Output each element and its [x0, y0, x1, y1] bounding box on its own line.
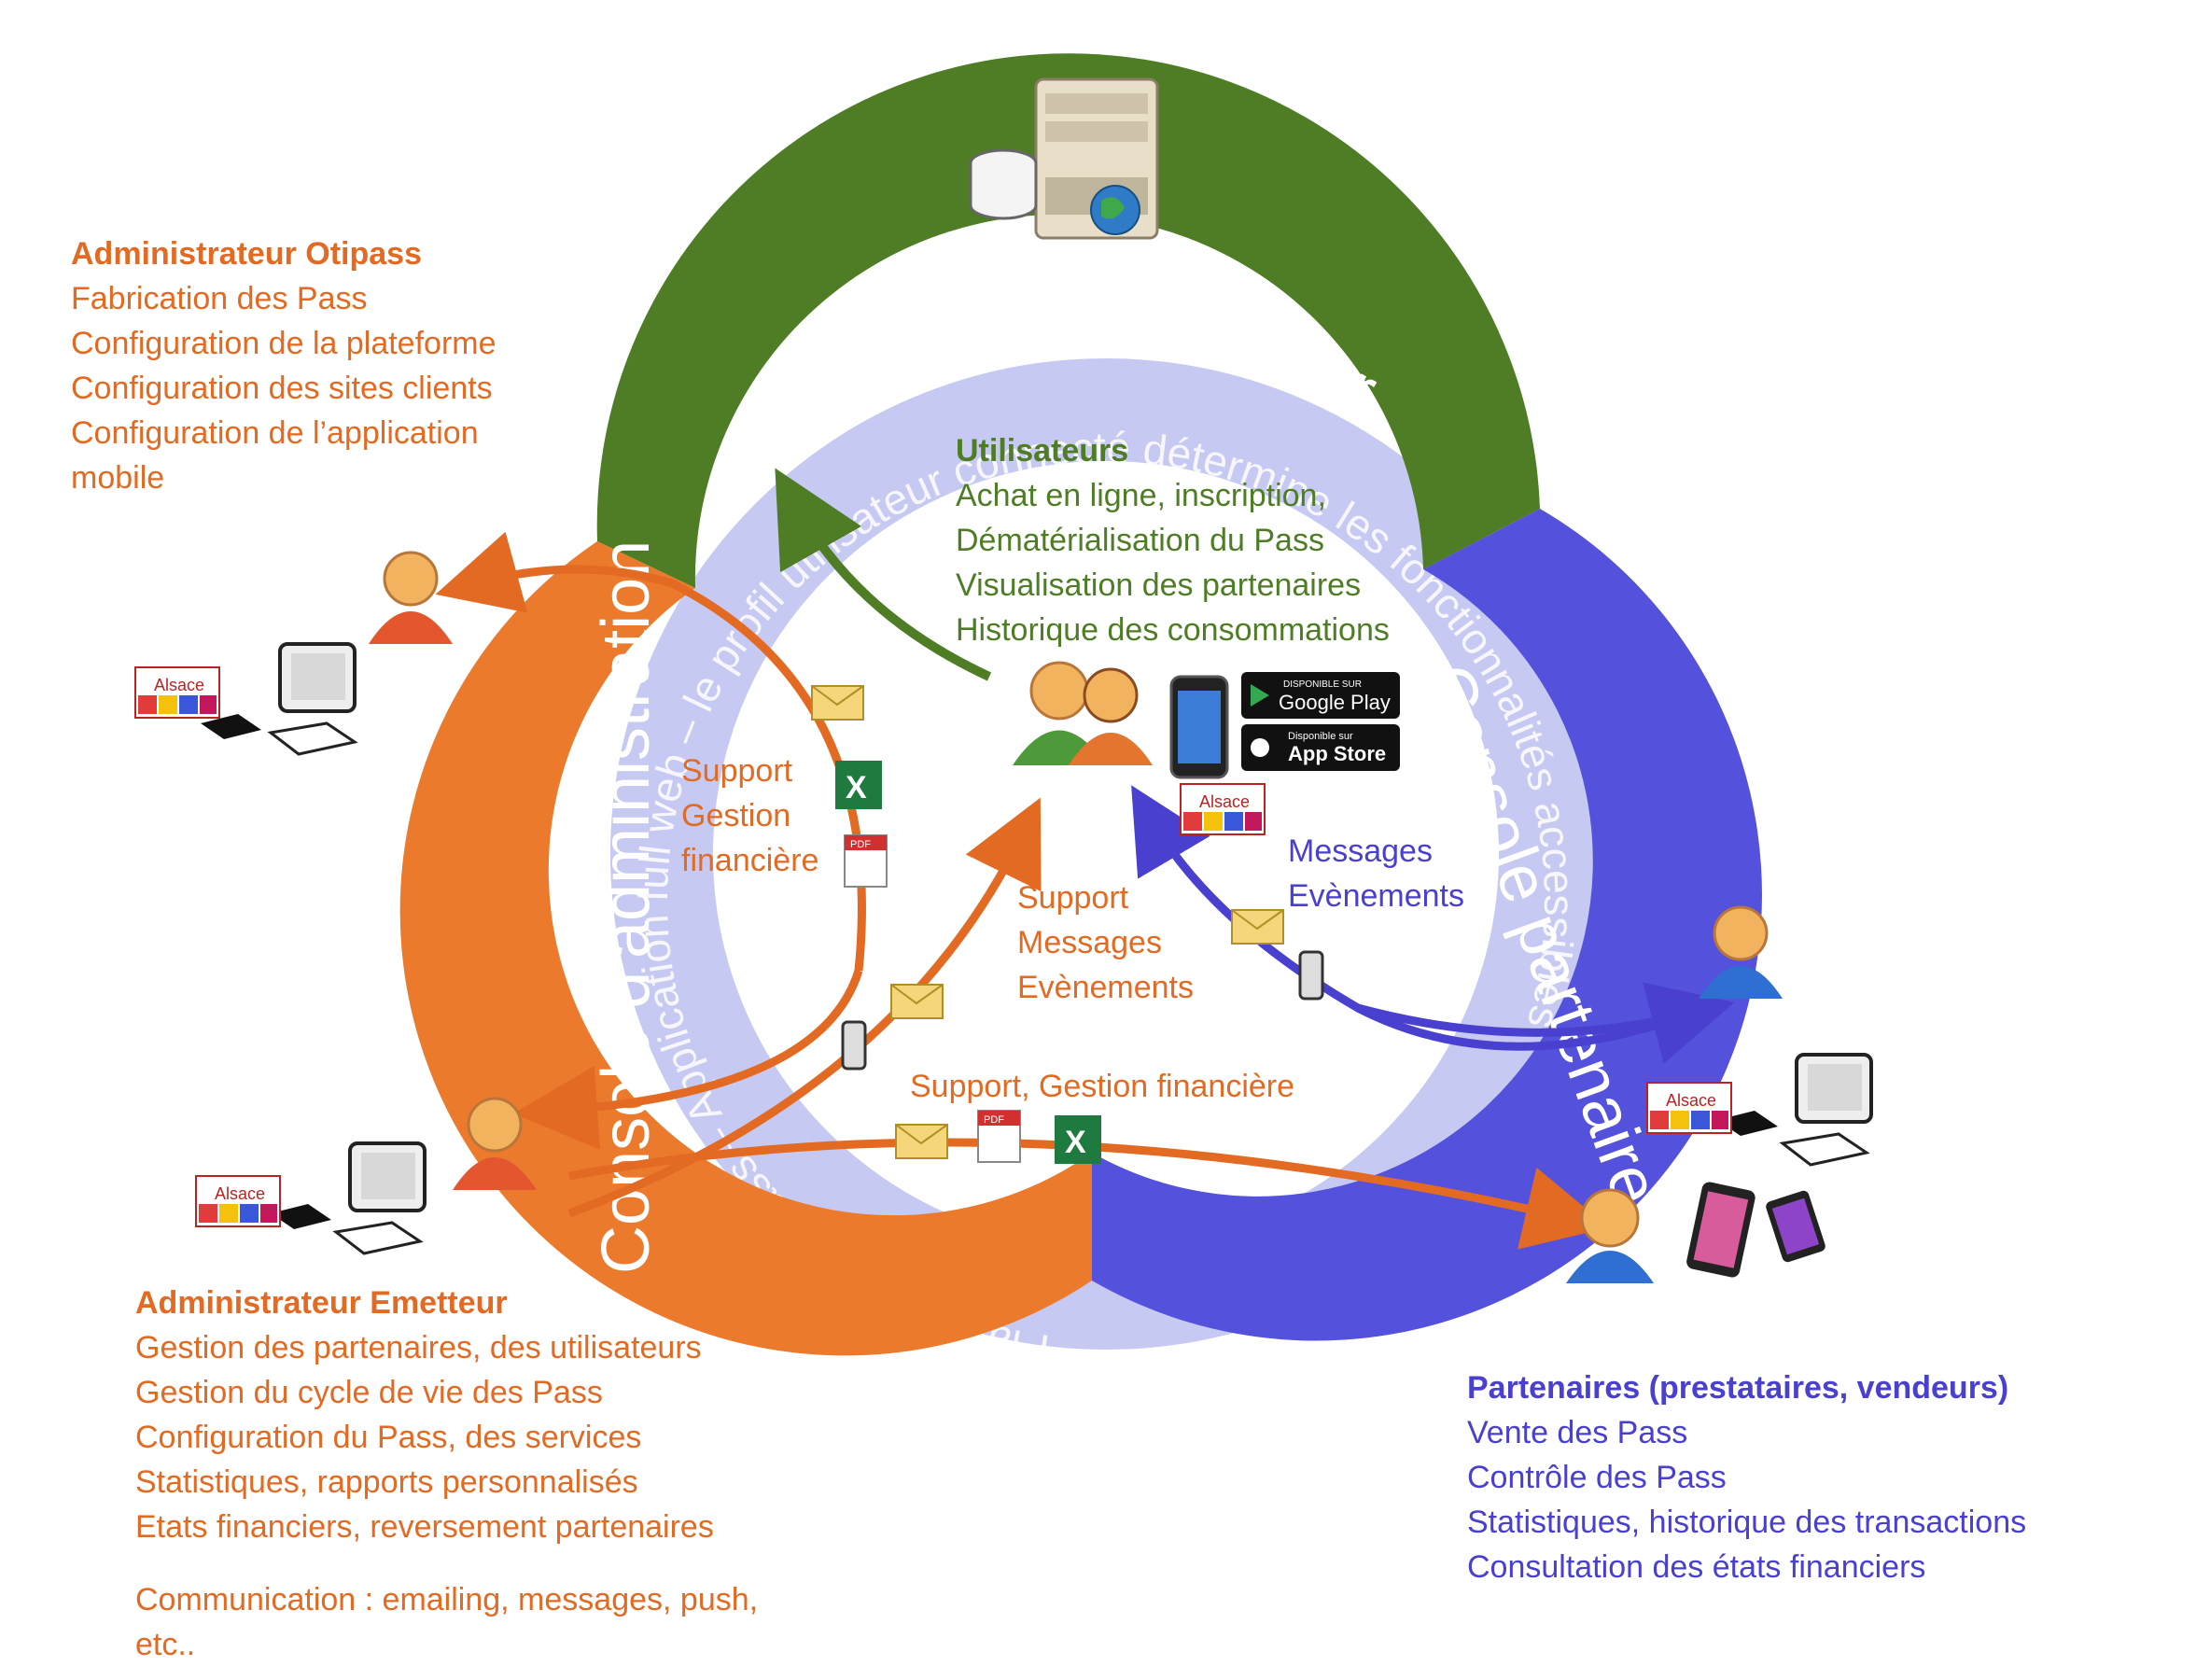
segment-users [596, 53, 1540, 589]
flow-label: Messages [1288, 833, 1433, 869]
alsace-pass-logo: Alsace [1646, 1082, 1732, 1134]
tablet-icon [1686, 1182, 1755, 1278]
partner-person-icon [1566, 1188, 1654, 1283]
admin-emetteur-line: Configuration du Pass, des services [135, 1420, 642, 1455]
email-icon [890, 984, 944, 1019]
partenaires-block: Partenaires (prestataires, vendeurs) Ven… [1467, 1365, 2026, 1589]
flow-label: financière [681, 843, 819, 878]
arrow-support-financial [568, 1138, 1609, 1250]
svg-text:Disponible sur: Disponible sur [1288, 731, 1353, 742]
users-group-icon [1013, 661, 1153, 765]
flow-support-gestion: Support Gestion financière [681, 749, 818, 883]
arrow-admin-loop [513, 969, 863, 1150]
partenaires-line: Vente des Pass [1467, 1415, 1688, 1450]
svg-text:Alsace: Alsace [1199, 792, 1250, 811]
flow-messages-evenements: Messages Evènements [1288, 829, 1464, 918]
operator-icon [453, 1097, 537, 1190]
database-icon [969, 148, 1038, 220]
admin-otipass-line: mobile [71, 460, 165, 496]
arrow-to-partner-person [1356, 982, 1735, 1064]
flow-support-gestion-financiere: Support, Gestion financière [910, 1064, 1294, 1109]
utilisateurs-line: Visualisation des partenaires [956, 567, 1362, 603]
svg-text:Google Play: Google Play [1279, 691, 1391, 714]
admin-emetteur-line: Gestion des partenaires, des utilisateur… [135, 1330, 702, 1365]
segment-admin [399, 541, 1092, 1356]
admin-emetteur-line: Statistiques, rapports personnalisés [135, 1464, 638, 1500]
pdf-icon: PDF [977, 1110, 1021, 1163]
admin-emetteur-line: Gestion du cycle de vie des Pass [135, 1375, 603, 1410]
app-store-badge[interactable]: Disponible sur App Store [1241, 724, 1400, 771]
partenaires-title: Partenaires (prestataires, vendeurs) [1467, 1370, 2009, 1406]
email-icon [1231, 909, 1284, 945]
operator-icon [369, 551, 453, 644]
computer-icon [201, 642, 358, 756]
globe-icon [1090, 185, 1140, 235]
alsace-pass-logo: Alsace [134, 666, 220, 719]
svg-text:X: X [1065, 1125, 1086, 1160]
mobile-phone-icon [1298, 950, 1324, 1001]
utilisateurs-block: Utilisateurs Achat en ligne, inscription… [956, 428, 1390, 652]
flow-label: Messages [1017, 925, 1162, 960]
flow-support-messages: Support Messages Evènements [1017, 875, 1194, 1010]
excel-icon: X [835, 761, 882, 809]
admin-emetteur-block: Administrateur Emetteur Gestion des part… [135, 1281, 758, 1667]
smartphone-icon [1169, 675, 1229, 779]
segment-partners [1092, 509, 1762, 1341]
email-icon [811, 685, 864, 721]
flow-label: Support [681, 753, 793, 789]
partner-person-icon [1699, 905, 1783, 999]
admin-emetteur-title: Administrateur Emetteur [135, 1285, 508, 1321]
flow-label: Support [1017, 880, 1129, 916]
segment-admin-label: Console d'administration [589, 540, 664, 1274]
utilisateurs-line: Achat en ligne, inscription, [956, 478, 1326, 513]
computer-icon [271, 1141, 427, 1255]
admin-otipass-line: Fabrication des Pass [71, 281, 368, 316]
flow-label: Support, Gestion financière [910, 1069, 1295, 1104]
arrow-to-users-area [775, 468, 992, 681]
svg-text:PDF: PDF [850, 839, 871, 850]
partenaires-line: Contrôle des Pass [1467, 1460, 1727, 1495]
admin-emetteur-extra: Communication : emailing, messages, push… [135, 1582, 759, 1617]
svg-text:X: X [846, 770, 867, 805]
utilisateurs-line: Historique des consommations [956, 612, 1390, 648]
svg-text:Alsace: Alsace [1666, 1091, 1716, 1110]
mobile-phone-icon [841, 1020, 867, 1071]
svg-text:Alsace: Alsace [215, 1184, 265, 1203]
admin-otipass-block: Administrateur Otipass Fabrication des P… [71, 231, 497, 500]
email-icon [895, 1124, 948, 1159]
google-play-badge[interactable]: DISPONIBLE SUR Google Play [1241, 672, 1400, 719]
pdf-icon: PDF [844, 834, 888, 888]
svg-text:DISPONIBLE SUR: DISPONIBLE SUR [1283, 679, 1362, 690]
alsace-pass-logo: Alsace [1180, 783, 1266, 835]
utilisateurs-line: Dématérialisation du Pass [956, 523, 1324, 558]
utilisateurs-title: Utilisateurs [956, 433, 1129, 469]
partenaires-line: Consultation des états financiers [1467, 1549, 1926, 1585]
svg-text:App Store: App Store [1288, 742, 1386, 765]
excel-icon: X [1055, 1115, 1101, 1164]
flow-label: Evènements [1288, 878, 1464, 914]
admin-emetteur-line: Etats financiers, reversement partenaire… [135, 1509, 714, 1545]
admin-otipass-title: Administrateur Otipass [71, 236, 422, 272]
computer-icon [1717, 1053, 1873, 1167]
admin-otipass-line: Configuration de la plateforme [71, 326, 497, 361]
admin-otipass-line: Configuration de l’application [71, 415, 479, 451]
admin-otipass-line: Configuration des sites clients [71, 371, 493, 406]
flow-label: Evènements [1017, 970, 1194, 1005]
tablet-icon [1766, 1190, 1825, 1263]
alsace-pass-logo: Alsace [195, 1175, 281, 1227]
partenaires-line: Statistiques, historique des transaction… [1467, 1505, 2027, 1540]
svg-text:Alsace: Alsace [154, 676, 204, 694]
outer-ring [610, 358, 1602, 1350]
flow-label: Gestion [681, 798, 791, 833]
admin-emetteur-extra: etc.. [135, 1627, 196, 1662]
svg-text:PDF: PDF [984, 1114, 1004, 1126]
